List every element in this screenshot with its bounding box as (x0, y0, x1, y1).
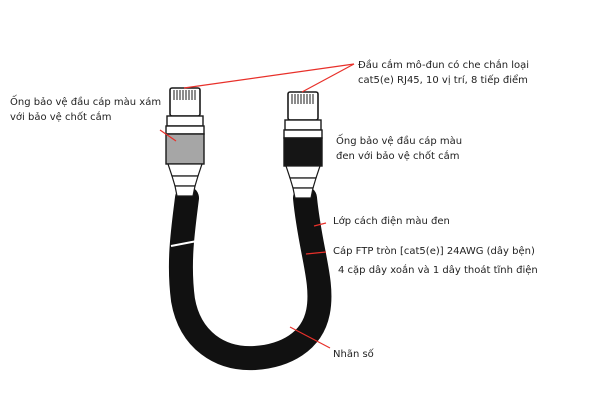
cable-body (168, 186, 332, 371)
right-boot-black (283, 137, 323, 167)
leader-lines (159, 63, 355, 349)
connector-label-line-2: cat5(e) RJ45, 10 vị trí, 8 tiếp điểm (358, 75, 528, 86)
grey-boot-label-line-1: Ống bảo vệ đầu cáp màu xám (10, 97, 162, 108)
leader-jacket (313, 222, 327, 227)
grey-boot-label-line-2: với bảo vệ chốt cắm (10, 112, 112, 123)
number-tag-label: Nhãn số (333, 349, 374, 360)
leader-grey-boot (159, 129, 177, 142)
leader-cable-type (305, 251, 327, 255)
cable-type-label-line-2: 4 cặp dây xoắn và 1 dây thoát tĩnh điện (338, 265, 538, 276)
leader-connector-right (301, 63, 355, 93)
leader-number-tag (289, 326, 331, 349)
right-connector (283, 91, 323, 199)
left-connector (165, 87, 205, 197)
cable-gap (170, 240, 198, 247)
black-boot-label-line-2: đen với bảo vệ chốt cắm (336, 151, 460, 162)
jacket-label: Lớp cách điện màu đen (333, 216, 450, 227)
leader-connector-left (183, 63, 355, 89)
black-boot-label-line-1: Ống bảo vệ đầu cáp màu (336, 136, 463, 147)
connector-label-line-1: Đầu cắm mô-đun có che chắn loại (358, 60, 530, 71)
cable-type-label-line-1: Cáp FTP tròn [cat5(e)] 24AWG (dây bện) (333, 246, 535, 257)
